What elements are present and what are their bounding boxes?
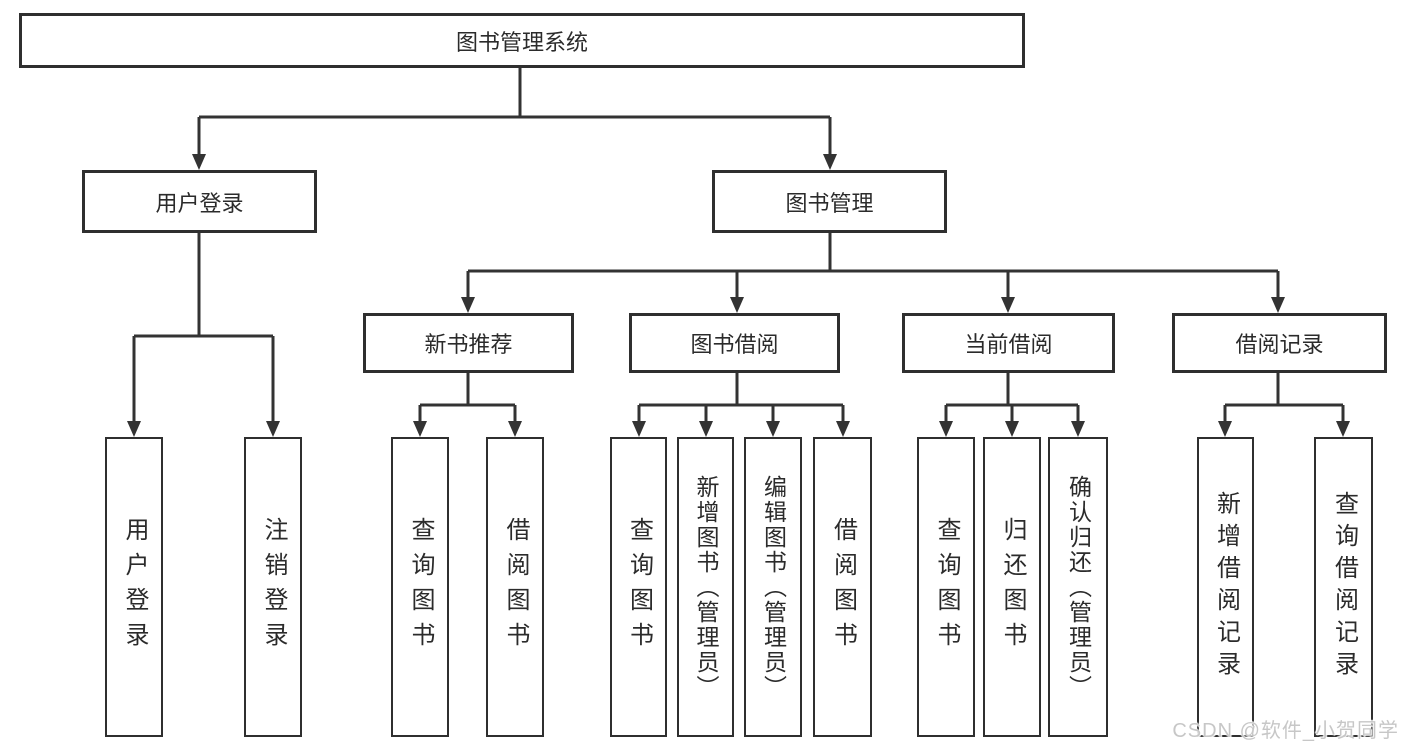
node-label: 查询借阅记录 xyxy=(1330,491,1358,683)
leaf-add-borrow-record: 新增借阅记录 xyxy=(1197,437,1254,737)
node-label: 图书借阅 xyxy=(690,332,779,357)
leaf-edit-book-admin: 编辑图书（管理员） xyxy=(744,437,802,737)
node-label: 用户登录 xyxy=(121,517,148,657)
node-label: 当前借阅 xyxy=(964,332,1053,357)
node-borrowing-records: 借阅记录 xyxy=(1172,313,1387,373)
node-label: 新书推荐 xyxy=(424,332,513,357)
node-label: 用户登录 xyxy=(155,190,244,216)
node-book-management: 图书管理 xyxy=(712,170,947,233)
node-library-management-system: 图书管理系统 xyxy=(19,13,1025,68)
node-label: 图书管理 xyxy=(785,190,874,216)
node-label: 借阅记录 xyxy=(1235,332,1324,357)
node-label: 查询图书 xyxy=(625,517,653,657)
leaf-borrow-books-borrowing: 借阅图书 xyxy=(813,437,872,737)
leaf-borrow-books-recommend: 借阅图书 xyxy=(486,437,544,737)
leaf-confirm-return-admin: 确认归还（管理员） xyxy=(1048,437,1108,737)
node-label: 查询图书 xyxy=(933,517,960,657)
leaf-return-book: 归还图书 xyxy=(983,437,1041,737)
node-book-borrowing: 图书借阅 xyxy=(629,313,840,373)
leaf-add-book-admin: 新增图书（管理员） xyxy=(677,437,734,737)
leaf-query-borrow-record: 查询借阅记录 xyxy=(1314,437,1373,737)
node-current-borrowing: 当前借阅 xyxy=(902,313,1115,373)
node-label: 查询图书 xyxy=(407,517,434,657)
node-label: 借阅图书 xyxy=(829,517,857,657)
node-label: 借阅图书 xyxy=(502,517,529,657)
csdn-watermark: CSDN @软件_小贺同学 xyxy=(1172,720,1399,742)
node-user-login: 用户登录 xyxy=(82,170,317,233)
node-label: 确认归还（管理员） xyxy=(1065,474,1092,700)
leaf-query-books-recommend: 查询图书 xyxy=(391,437,449,737)
leaf-query-books-current: 查询图书 xyxy=(917,437,975,737)
node-label: 编辑图书（管理员） xyxy=(760,474,787,700)
node-new-book-recommend: 新书推荐 xyxy=(363,313,574,373)
leaf-logout: 注销登录 xyxy=(244,437,302,737)
leaf-query-books-borrowing: 查询图书 xyxy=(610,437,667,737)
node-label: 归还图书 xyxy=(999,517,1026,657)
node-label: 图书管理系统 xyxy=(455,29,588,55)
node-label: 新增借阅记录 xyxy=(1212,491,1240,683)
leaf-user-login: 用户登录 xyxy=(105,437,163,737)
node-label: 注销登录 xyxy=(260,517,287,657)
node-label: 新增图书（管理员） xyxy=(693,474,719,700)
